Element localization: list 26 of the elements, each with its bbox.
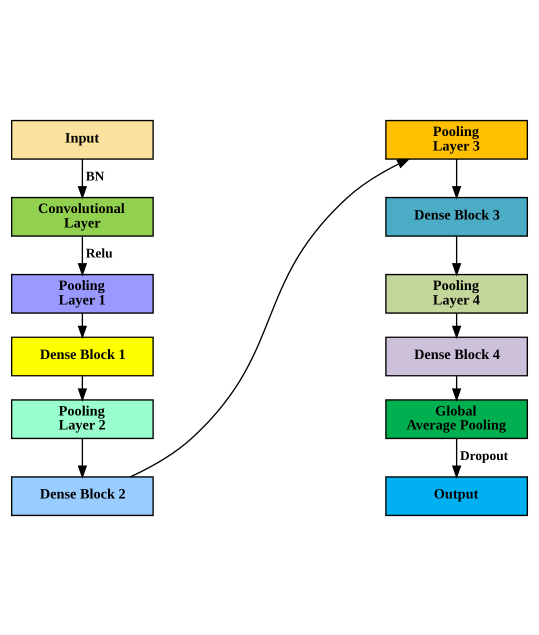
node-box: Input — [10, 119, 154, 160]
arrow — [78, 438, 88, 478]
arrow — [78, 312, 88, 339]
arrow — [78, 376, 88, 402]
node-box: Dense Block 4 — [385, 336, 528, 376]
edge-label: Dropout — [460, 447, 508, 462]
node-box: Pooling Layer 3 — [385, 119, 528, 160]
node-box: Dense Block 3 — [385, 196, 528, 236]
arrow — [452, 236, 462, 276]
node-box: Pooling Layer 1 — [10, 273, 154, 314]
arrow — [130, 158, 410, 477]
node-box: Dense Block 1 — [10, 336, 154, 376]
arrow — [452, 438, 462, 478]
arrow — [452, 158, 462, 200]
node-box: Output — [385, 476, 528, 516]
arrow — [452, 376, 462, 402]
arrow — [78, 158, 88, 200]
node-box: Global Average Pooling — [385, 398, 528, 439]
edge-label: BN — [86, 168, 104, 184]
node-box: Dense Block 2 — [10, 476, 154, 516]
edge-label: Relu — [86, 245, 113, 260]
arrow — [452, 312, 462, 339]
node-box: Pooling Layer 4 — [385, 273, 528, 314]
arrow — [78, 236, 88, 276]
node-box: Pooling Layer 2 — [10, 398, 154, 439]
node-box: Convolutional Layer — [10, 196, 154, 236]
